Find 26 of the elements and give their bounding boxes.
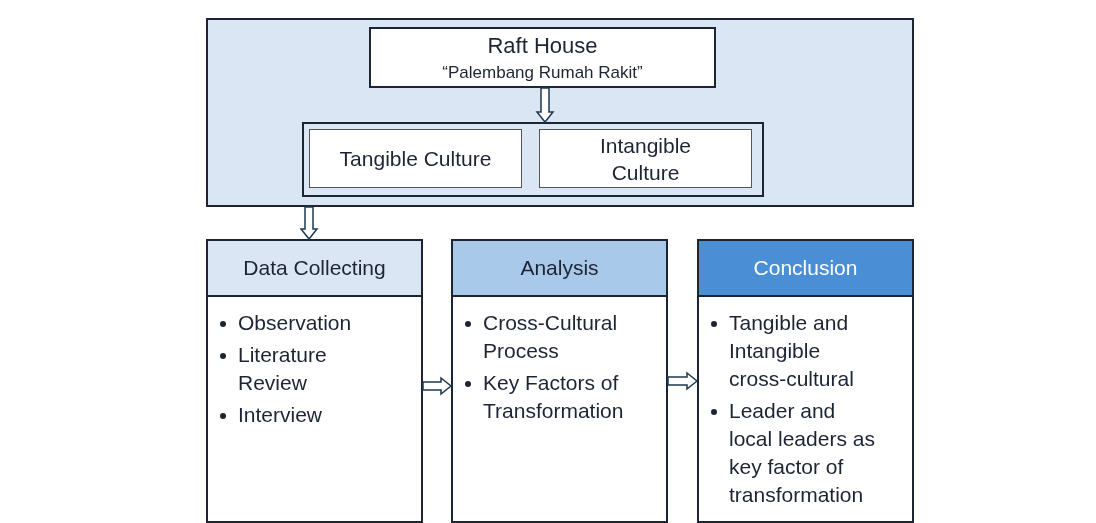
step-card: [206, 239, 423, 523]
bullet-item: Key Factors of Transformation: [461, 369, 632, 425]
bullet-item: Observation: [216, 309, 387, 337]
panel-box: [206, 18, 914, 207]
box-title: Raft House: [487, 32, 598, 59]
culture-box: [309, 129, 522, 188]
block-arrow: [422, 376, 453, 396]
box-subtitle: “Palembang Rumah Rakit”: [442, 62, 643, 83]
title-panel: [369, 27, 716, 88]
block-arrow: [299, 206, 319, 241]
step-card: [451, 239, 668, 523]
block-arrow: [667, 371, 699, 391]
bullet-item: Tangible and Intangible cross-cultural: [707, 309, 878, 393]
bullet-item: Literature Review: [216, 341, 387, 397]
step-title: Analysis: [520, 256, 599, 280]
block-arrow: [535, 87, 555, 124]
culture-box: [539, 129, 752, 188]
step-title: Conclusion: [753, 256, 858, 280]
bullet-item: Interview: [216, 401, 387, 429]
step-card: [697, 239, 914, 523]
step-title: Data Collecting: [243, 256, 386, 280]
bullet-item: Cross-Cultural Process: [461, 309, 632, 365]
box-label: Tangible Culture: [339, 146, 492, 172]
bullet-item: Leader and local leaders as key factor of transformation: [707, 397, 878, 509]
panel-box: [302, 122, 764, 197]
box-label: Intangible Culture: [598, 132, 693, 186]
